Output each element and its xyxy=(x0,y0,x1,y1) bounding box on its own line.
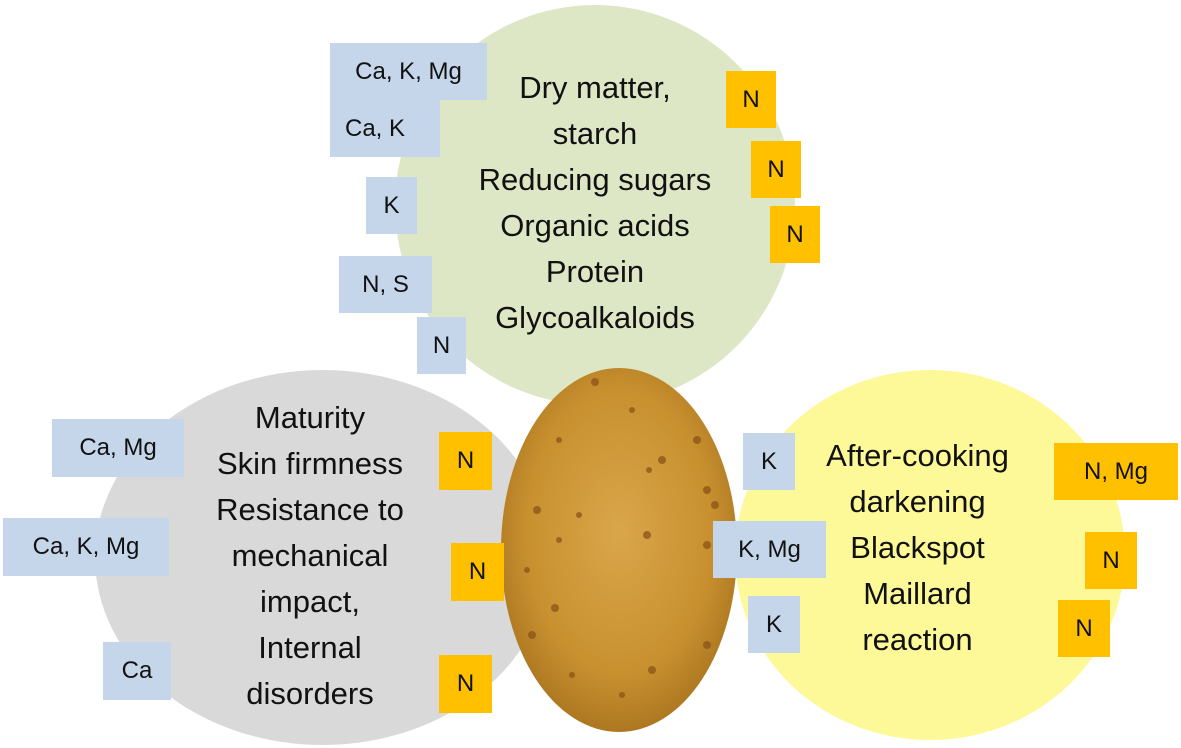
quality-trait: Glycoalkaloids xyxy=(495,300,695,335)
nutrient-tag: N, S xyxy=(339,256,432,313)
nutrient-tag: Ca, Mg xyxy=(52,419,184,477)
quality-trait: Blackspot xyxy=(850,530,985,565)
quality-trait: darkening xyxy=(849,484,986,519)
nitrogen-tag: N xyxy=(439,655,492,713)
nitrogen-tag: N xyxy=(451,543,504,601)
nutrient-tag: Ca, K, Mg xyxy=(3,518,169,576)
quality-trait: Reducing sugars xyxy=(478,162,712,197)
nitrogen-tag: N xyxy=(439,432,492,490)
quality-trait: Internal xyxy=(258,630,362,665)
quality-trait: starch xyxy=(552,116,638,151)
nutrient-tag: K, Mg xyxy=(713,521,826,578)
nutrient-tag: K xyxy=(366,177,417,234)
nitrogen-magnesium-tag: N, Mg xyxy=(1054,443,1178,500)
physical-quality-list: Maturity Skin firmness Resistance to mec… xyxy=(190,395,430,717)
nutrient-tag: Ca, K xyxy=(330,100,440,157)
nitrogen-tag: N xyxy=(1085,532,1137,589)
quality-trait: Dry matter, xyxy=(519,70,671,105)
quality-trait: Maillard xyxy=(863,576,972,611)
processing-quality-list: After-cooking darkening Blackspot Mailla… xyxy=(800,433,1035,663)
quality-trait: reaction xyxy=(862,622,973,657)
quality-trait: Maturity xyxy=(254,400,366,435)
nutrient-tag: N xyxy=(417,317,466,374)
quality-trait: Organic acids xyxy=(500,208,690,243)
quality-trait: disorders xyxy=(246,676,374,711)
nutrient-tag: K xyxy=(743,433,795,490)
nutrient-tag: K xyxy=(748,596,800,653)
tuber-composition-list: Dry matter, starch Reducing sugars Organ… xyxy=(455,65,735,341)
nitrogen-tag: N xyxy=(770,206,820,263)
quality-trait: mechanical xyxy=(231,538,389,573)
quality-trait: impact, xyxy=(260,584,360,619)
nitrogen-tag: N xyxy=(1058,600,1110,657)
quality-trait: Skin firmness xyxy=(216,446,404,481)
nutrient-tag: Ca, K, Mg xyxy=(330,43,487,100)
nutrient-tag: Ca xyxy=(103,642,171,700)
potato-image xyxy=(501,368,737,732)
nitrogen-tag: N xyxy=(726,71,776,128)
quality-trait: Resistance to xyxy=(216,492,404,527)
nitrogen-tag: N xyxy=(751,141,801,198)
quality-trait: After-cooking xyxy=(826,438,1009,473)
quality-trait: Protein xyxy=(545,254,645,289)
